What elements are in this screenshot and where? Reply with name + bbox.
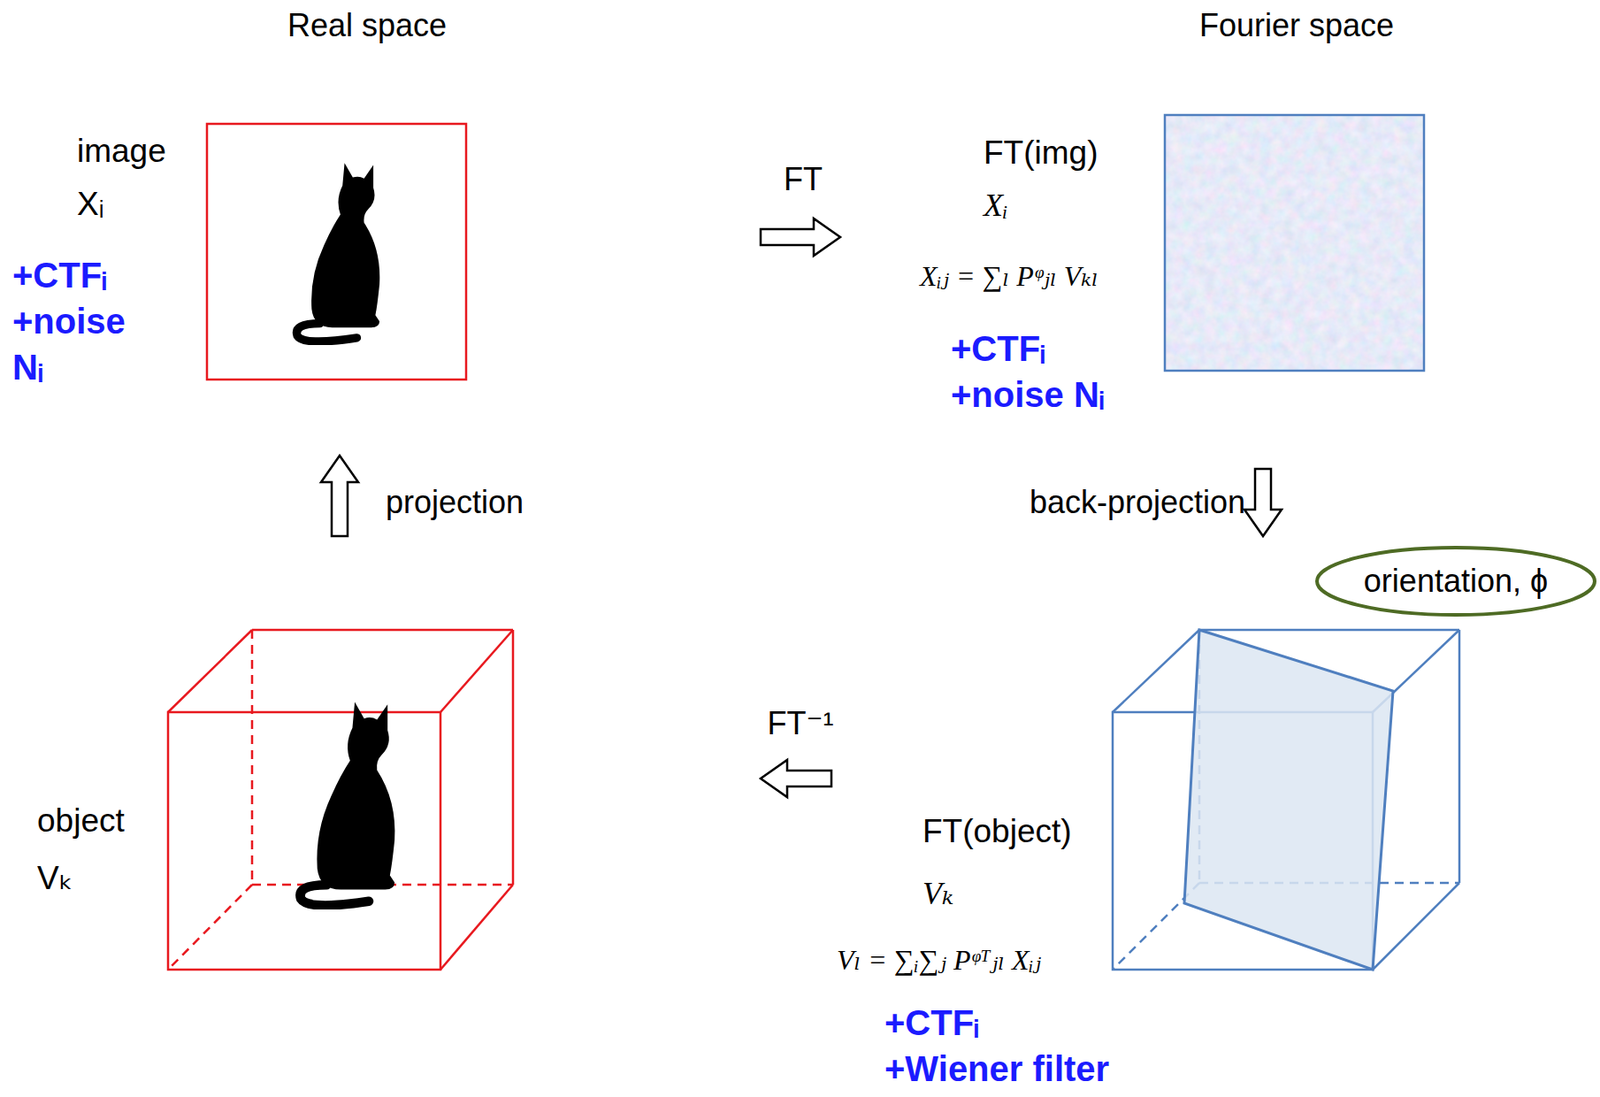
- ellipse-shape: [1316, 547, 1595, 615]
- node-text: Vₖ: [37, 858, 73, 898]
- arrow-label: projection: [385, 482, 524, 522]
- node-text: Xᵢⱼ = ∑ₗ Pᵠⱼₗ Vₖₗ: [919, 258, 1099, 294]
- fourier-image-panel: FT(img) XᵢXᵢⱼ = ∑ₗ Pᵠⱼₗ Vₖₗ +CTFᵢ +noise N…: [840, 70, 1451, 469]
- node-text: +CTFᵢ +noise Nᵢ: [12, 252, 146, 391]
- node-text: FT(object): [922, 811, 1072, 851]
- fourier-cube: [1112, 629, 1460, 970]
- arrow-label: FT: [783, 160, 823, 200]
- cat-projection: [296, 162, 380, 342]
- image-frame: [206, 123, 467, 380]
- node-text: Vₖ: [922, 873, 954, 913]
- node-text: Xᵢ: [76, 184, 105, 224]
- central-slice: [1184, 629, 1394, 970]
- cat-object: [299, 702, 395, 906]
- object-panel: objectVₖ: [0, 535, 761, 1097]
- fourier-object-panel: FT(object) Vₖ Vₗ = ∑ᵢ∑ⱼ Pᵠᵀⱼₗ Xᵢⱼ +CTFᵢ +Wi…: [831, 535, 1469, 1097]
- block-arrow: [321, 455, 359, 536]
- image-panel: imageXᵢ +CTFᵢ +noise Nᵢ: [0, 70, 761, 456]
- node-text: Xᵢ: [983, 185, 1009, 225]
- node-text: FT(img): [983, 133, 1098, 173]
- heading-label: Fourier space: [1199, 6, 1394, 46]
- node-text: image: [76, 131, 167, 171]
- noise-frame: [1164, 114, 1424, 371]
- object-cube: [168, 629, 513, 970]
- node-text: +CTFᵢ +noise Nᵢ: [950, 325, 1141, 418]
- orientation-ellipse: orientation, ϕ: [1314, 544, 1598, 618]
- node-text: +CTFᵢ +Wiener filter: [884, 999, 1122, 1092]
- block-arrow: [760, 759, 832, 797]
- heading-label: Real space: [287, 6, 447, 46]
- node-text: Vₗ = ∑ᵢ∑ⱼ Pᵠᵀⱼₗ Xᵢⱼ: [836, 941, 1042, 978]
- node-text: orientation, ϕ: [1363, 561, 1548, 601]
- node-text: object: [37, 801, 125, 841]
- block-arrow: [1244, 468, 1282, 536]
- arrow-label: back-projection: [1029, 482, 1246, 522]
- noise-image: [1164, 114, 1424, 371]
- block-arrow: [760, 218, 841, 256]
- arrow-label: FT⁻¹: [767, 704, 835, 743]
